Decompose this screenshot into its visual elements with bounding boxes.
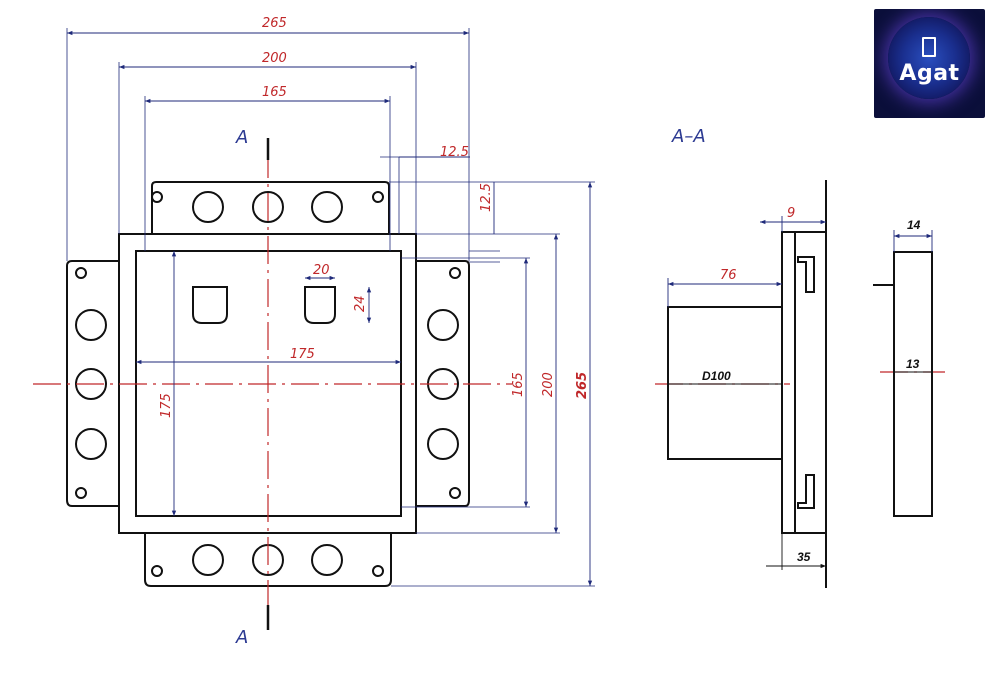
top-flange <box>151 181 390 234</box>
door-icon <box>922 37 936 57</box>
dim-body-depth: 76 <box>720 268 737 283</box>
section-view-title: A–A <box>671 126 706 147</box>
dim-offset-h: 12.5 <box>440 145 469 160</box>
cutout-left <box>192 286 228 324</box>
dim-frame-width: 200 <box>262 51 287 66</box>
clip-bottom <box>797 474 815 509</box>
logo-glow <box>888 17 970 99</box>
dim-side-mid-width: 13 <box>906 357 920 371</box>
section-view <box>667 180 827 588</box>
section-label-bottom: A <box>235 627 248 648</box>
dim-depth-total: 35 <box>797 550 811 564</box>
dim-cutout-height: 24 <box>353 295 368 312</box>
side-view <box>873 251 933 517</box>
right-flange <box>416 260 470 507</box>
dim-opening-height: 165 <box>511 372 526 397</box>
mounting-plate <box>781 231 827 534</box>
side-panel <box>893 251 933 517</box>
dim-plate-thickness: 9 <box>787 206 795 221</box>
front-dimension-lines <box>67 30 593 586</box>
section-dimension-lines <box>667 216 826 570</box>
dim-cutout-width: 20 <box>313 263 330 278</box>
logo-text: Agat <box>899 61 960 86</box>
clip-top <box>797 256 815 293</box>
dim-overall-height: 265 <box>575 372 590 399</box>
dim-opening-width: 165 <box>262 85 287 100</box>
body <box>667 306 783 460</box>
brand-logo: Agat <box>874 9 985 118</box>
dim-inner-height: 175 <box>159 393 174 418</box>
side-dimension-lines <box>893 230 933 373</box>
dim-inner-width: 175 <box>290 347 315 362</box>
dim-body-diameter: D100 <box>702 369 731 383</box>
dim-overall-width: 265 <box>262 16 287 31</box>
flange-holes <box>75 191 461 577</box>
section-label-top: A <box>235 127 248 148</box>
cutout-right <box>304 286 336 324</box>
dim-offset-v: 12.5 <box>479 183 494 212</box>
dim-frame-height: 200 <box>541 372 556 397</box>
dim-side-top-width: 14 <box>907 218 921 232</box>
left-flange <box>66 260 119 507</box>
extension-lines <box>66 28 595 587</box>
